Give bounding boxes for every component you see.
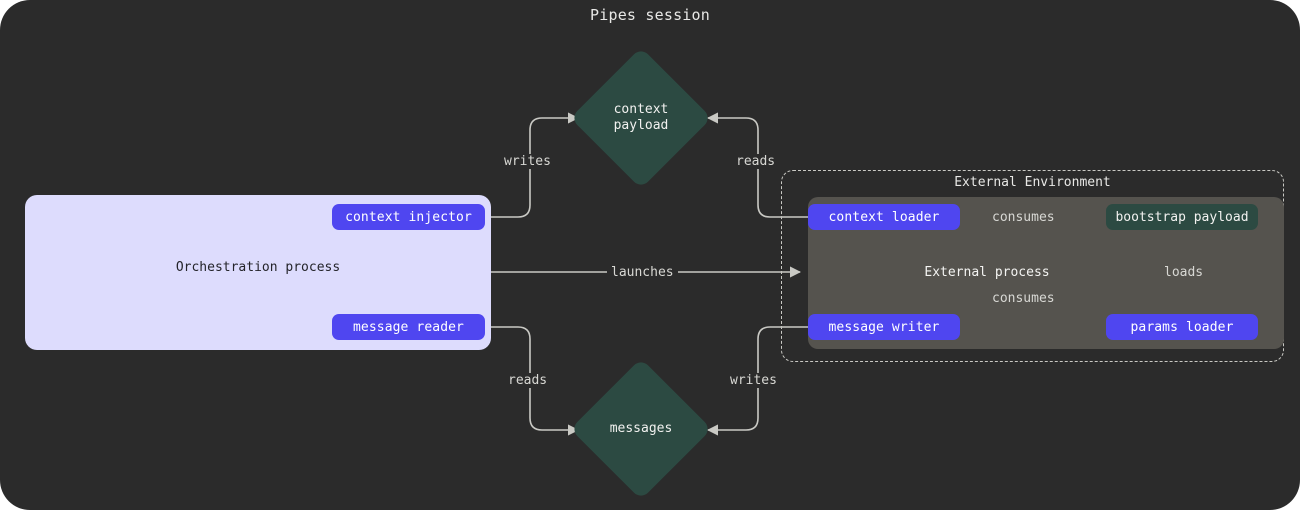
context-payload-label-line2: payload [613,118,669,133]
node-context-payload[interactable]: context payload [570,47,712,189]
node-messages[interactable]: messages [570,358,712,500]
context-payload-label-line1: context [613,102,669,117]
node-message-reader[interactable]: message reader [332,314,485,340]
edge-label-consumes-message: consumes [988,291,1059,306]
context-payload-label: context payload [577,54,705,182]
node-context-injector[interactable]: context injector [332,204,485,230]
node-context-loader[interactable]: context loader [808,204,960,230]
messages-label-text: messages [609,421,673,436]
external-process-label: External process [924,265,1050,280]
messages-label: messages [577,365,705,493]
page-title: Pipes session [590,6,710,24]
edge-label-writes-context: writes [500,154,555,169]
edge-label-reads-context: reads [732,154,780,169]
edge-label-loads: loads [1160,265,1208,280]
external-environment-label: External Environment [954,175,1111,190]
edge-label-writes-messages: writes [726,373,781,388]
node-bootstrap-payload[interactable]: bootstrap payload [1106,204,1258,230]
node-params-loader[interactable]: params loader [1106,314,1258,340]
orchestration-process-label: Orchestration process [175,260,341,275]
edge-label-reads-messages: reads [504,373,552,388]
edge-label-launches: launches [607,265,678,280]
edge-label-consumes-context: consumes [988,210,1059,225]
node-message-writer[interactable]: message writer [808,314,960,340]
